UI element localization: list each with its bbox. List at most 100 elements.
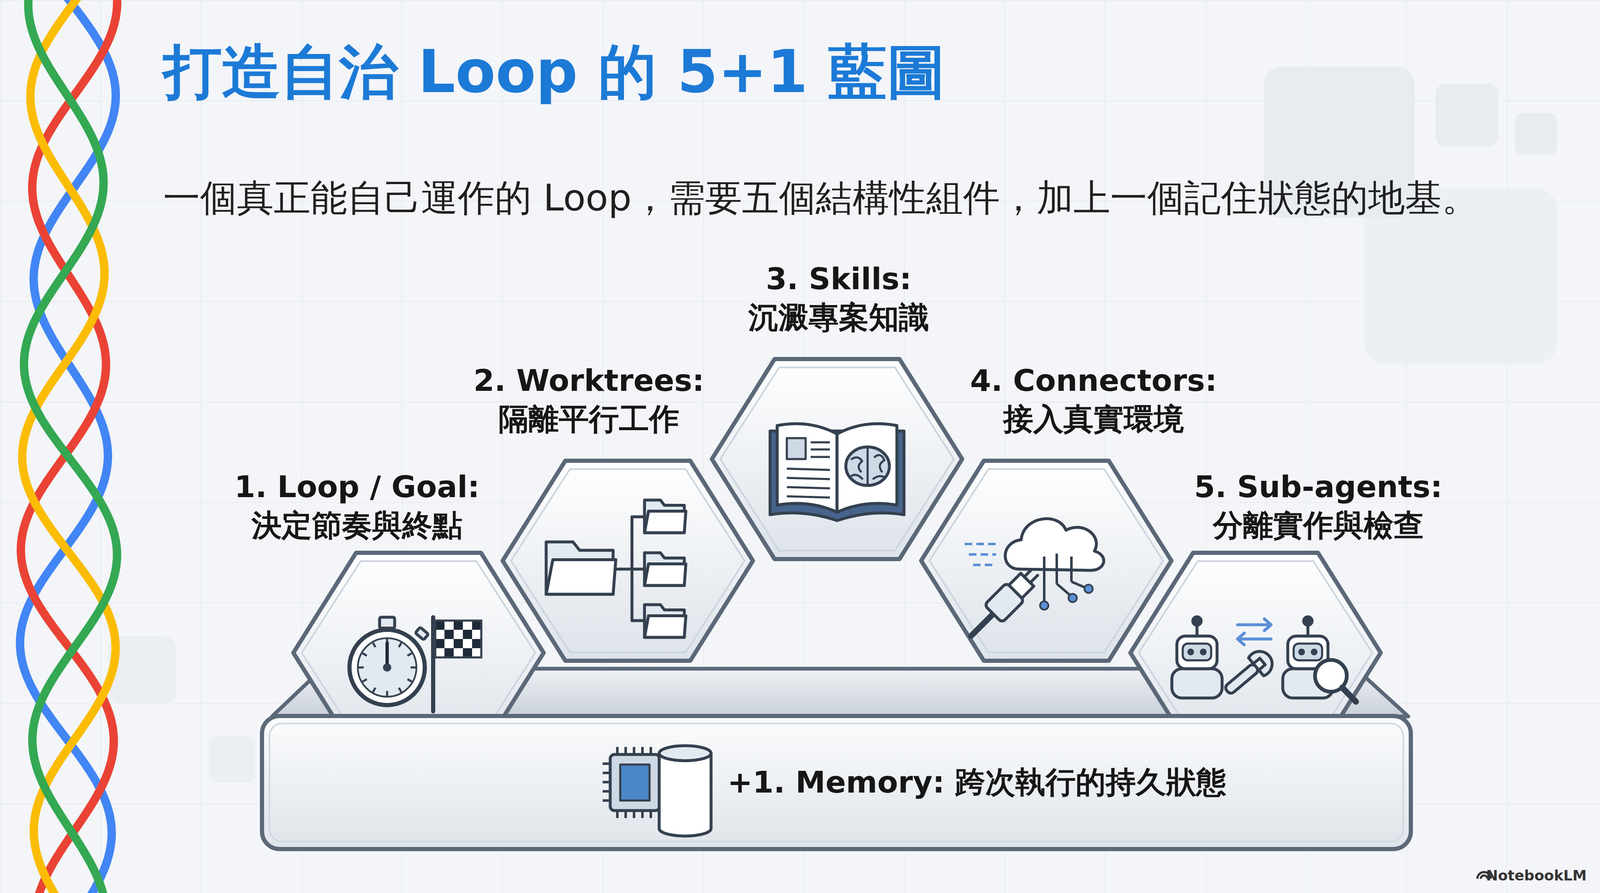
decoration-rect [620,764,650,801]
hexagon-icon [349,617,482,712]
decoration-line [1055,553,1059,584]
decoration-path [546,559,616,595]
decoration-g [962,563,1044,645]
decoration-rect [472,629,482,640]
component-role: 沉澱專案知識 [748,297,930,337]
decoration-line [358,666,364,669]
decoration-line [970,612,995,637]
hexagon-shape [500,458,756,664]
decoration-line [786,487,830,489]
decoration-rect [462,629,473,640]
strand [20,0,118,893]
decoration-path [613,516,645,621]
decoration-path [837,423,897,513]
decoration-rect [472,648,482,658]
decoration-rect [1515,113,1557,155]
component-name: 4. Connectors: [970,361,1218,400]
decoration-line [786,477,830,480]
component-name: 5. Sub-agents: [1194,467,1443,506]
decoration-circle [1040,601,1049,610]
decoration-line [786,468,830,470]
decoration-path [644,616,686,638]
decoration-rect [1176,636,1218,669]
decoration-rect [462,648,473,658]
decoration-rect [435,629,445,640]
decoration-path [921,460,1172,661]
decoration-rect [1182,643,1212,661]
decoration-g [1219,646,1278,701]
decoration-rect [415,627,429,641]
band-label: +1. Memory: 跨次執行的持久狀態 [727,762,1227,803]
decoration-rect [462,639,473,649]
decoration-rect [444,629,454,640]
hexagon-icon [962,518,1104,645]
decoration-circle [349,629,425,706]
node-heading: 4. Connectors:接入真實環境 [970,361,1218,439]
decoration-line [964,542,997,546]
decoration-circle [1310,648,1318,656]
decoration-circle [1298,648,1305,656]
node-heading: 1. Loop / Goal:決定節奏與終點 [234,467,480,545]
decoration-circle [1199,648,1207,656]
decoration-path [502,460,753,661]
hexagon-icon [1171,616,1357,702]
decoration-rect [435,648,445,658]
decoration-circle [1187,648,1195,656]
decoration-line [1030,575,1038,583]
component-role: 接入真實環境 [970,399,1218,439]
decoration-line [362,679,367,682]
decoration-line [1070,556,1073,582]
decoration-rect [1293,643,1323,661]
decoration-path [929,469,1164,653]
decoration-circle [1068,593,1077,603]
decoration-rect [1171,668,1223,699]
ribbon-strands [20,0,118,893]
decoration-rect [453,639,463,649]
node-heading: 3. Skills:沉澱專案知識 [748,259,930,337]
strand [23,0,117,893]
hexagon-shape [918,458,1174,664]
decoration-rect [453,648,463,658]
decoration-rect [453,620,463,630]
decoration-rect [444,620,454,630]
decoration-line [968,553,997,556]
decoration-path [644,511,686,533]
decoration-rect [444,648,454,658]
decoration-line [372,687,376,692]
decoration-line [810,456,830,459]
decoration-rect [453,629,463,640]
decoration-line [407,679,412,682]
component-name: 3. Skills: [748,259,930,298]
component-name: 2. Worktrees: [473,361,704,400]
decoration-path [644,564,686,586]
decoration-line [810,448,830,451]
decoration-path [777,423,838,513]
decoration-rect [1224,662,1260,695]
decoration-line [362,653,367,656]
decoration-path [851,447,885,485]
decoration-line [786,496,830,498]
decoration-line [1342,687,1357,702]
decoration-rect [209,736,256,783]
title: 打造自治 Loop 的 5+1 藍圖 [163,36,946,108]
decoration-circle [1084,584,1093,594]
decoration-line [410,666,416,669]
decoration-circle [1303,616,1313,626]
subtitle: 一個真正能自己運作的 Loop，需要五個結構性組件，加上一個記住狀態的地基。 [163,175,1479,221]
hexagon-shape [709,356,965,562]
decoration-line [407,653,412,656]
component-role: 隔離平行工作 [473,399,704,439]
faint-squares [108,66,1557,783]
decoration-rect [472,620,482,630]
decoration-path [1237,633,1272,645]
decoration-rect [435,639,445,649]
decoration-path [511,469,745,653]
decoration-line [372,642,376,648]
decoration-rect [269,723,1404,842]
hexagon-icon [770,423,905,522]
decoration-line [810,441,830,444]
decoration-circle [382,663,392,672]
decoration-rect [1435,83,1499,147]
node-heading: 2. Worktrees:隔離平行工作 [473,361,704,439]
